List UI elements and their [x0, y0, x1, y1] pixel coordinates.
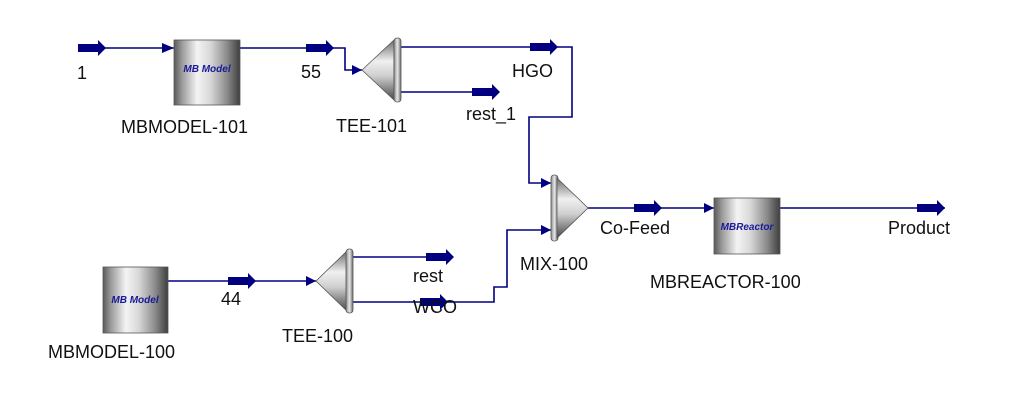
- mix-100-block[interactable]: [550, 174, 589, 242]
- arrow-stream-rest: [426, 249, 454, 265]
- tee-101-label: TEE-101: [336, 116, 407, 136]
- arrow-into-mix-wco: [541, 225, 551, 235]
- model-block-icon: [173, 39, 241, 106]
- mixer-icon: [556, 177, 589, 239]
- arrow-into-mbmodel-101: [162, 43, 174, 53]
- tee-100-label: TEE-100: [282, 326, 353, 346]
- arrow-stream-product: [917, 200, 945, 216]
- stream-cofeed-label: Co-Feed: [600, 218, 670, 238]
- mbreactor-100-inner-label: MBReactor: [721, 222, 775, 233]
- labels: 1 55 HGO rest_1 44 rest WCO Co-Feed Prod…: [48, 61, 950, 362]
- mbmodel-100-label: MBMODEL-100: [48, 342, 175, 362]
- splitter-cap: [345, 248, 354, 314]
- mbmodel-100-inner-label: MB Model: [111, 295, 158, 306]
- splitter-icon: [315, 250, 348, 312]
- stream-hgo-label: HGO: [512, 61, 553, 81]
- arrow-stream-cofeed: [634, 200, 662, 216]
- stream-1-label: 1: [77, 63, 87, 83]
- stream-wco-label: WCO: [413, 297, 457, 317]
- mbmodel-101-label: MBMODEL-101: [121, 117, 248, 137]
- stream-wco-line[interactable]: [353, 229, 551, 303]
- reactor-block-icon: [713, 197, 781, 255]
- arrow-into-mix-hgo: [541, 178, 551, 188]
- stream-product-label: Product: [888, 218, 950, 238]
- arrow-stream-wco: [420, 294, 448, 310]
- splitter-cap: [393, 37, 402, 103]
- model-block-icon: [102, 266, 169, 334]
- mbmodel-101-block[interactable]: MB Model: [173, 39, 241, 106]
- tee-100-block[interactable]: [315, 248, 354, 314]
- arrow-stream-55: [306, 40, 334, 56]
- arrow-stream-1-in: [78, 40, 106, 56]
- mbreactor-100-label: MBREACTOR-100: [650, 272, 801, 292]
- arrow-into-tee-100: [306, 276, 316, 286]
- stream-rest-label: rest: [413, 266, 443, 286]
- arrow-stream-hgo: [530, 39, 558, 55]
- mbmodel-101-inner-label: MB Model: [183, 64, 230, 75]
- stream-44-label: 44: [221, 289, 241, 309]
- arrow-into-mbreactor: [704, 203, 714, 213]
- mix-100-label: MIX-100: [520, 254, 588, 274]
- arrow-stream-rest1: [472, 84, 500, 100]
- stream-55-label: 55: [301, 62, 321, 82]
- mbmodel-100-block[interactable]: MB Model: [102, 266, 169, 334]
- mbreactor-100-block[interactable]: MBReactor: [713, 197, 781, 255]
- stream-rest1-label: rest_1: [466, 104, 516, 125]
- arrow-stream-44: [228, 273, 256, 289]
- splitter-icon: [361, 39, 395, 101]
- arrow-into-tee-101: [352, 65, 362, 75]
- stream-arrows: [78, 39, 945, 310]
- tee-101-block[interactable]: [361, 37, 402, 103]
